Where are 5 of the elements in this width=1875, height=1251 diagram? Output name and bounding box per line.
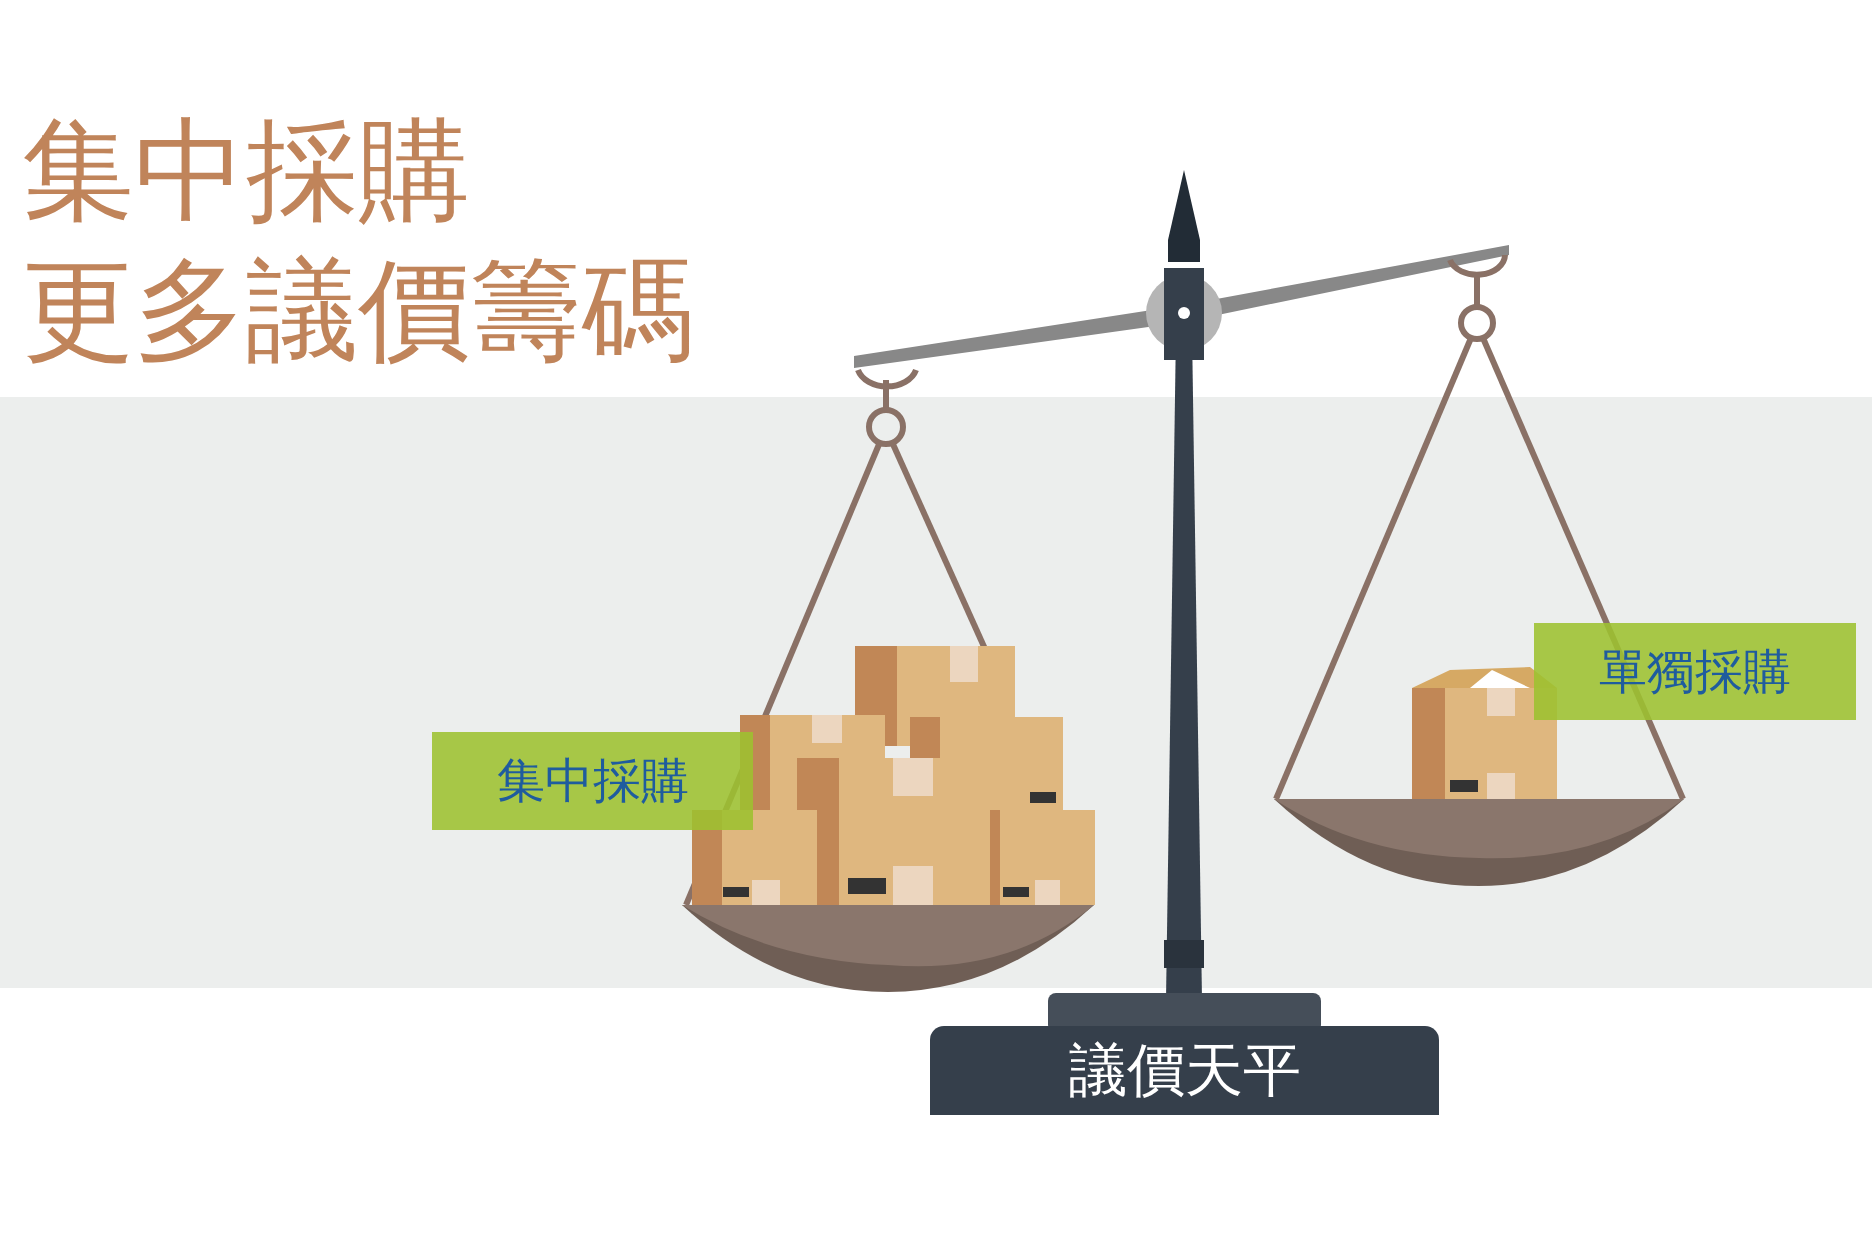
label-box: 單獨採購 <box>1534 623 1856 720</box>
heading-line: 更多議價籌碼 <box>22 254 694 366</box>
scale-base: 議價天平 <box>930 1026 1439 1115</box>
label-box: 集中採購 <box>432 732 753 830</box>
heading-line: 集中採購 <box>22 114 470 226</box>
